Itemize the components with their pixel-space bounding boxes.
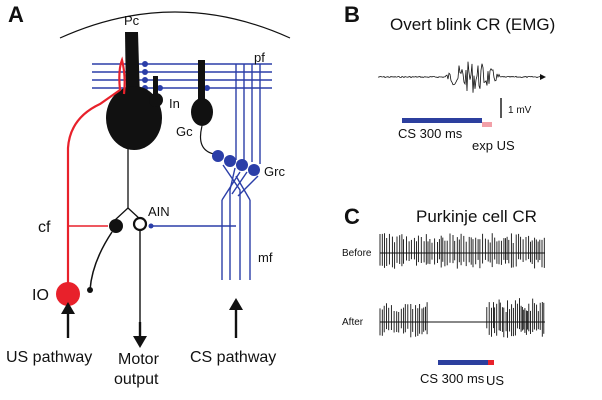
emg-trace-arrowhead xyxy=(540,74,546,80)
pc-cs-label: CS 300 ms xyxy=(420,371,485,386)
parallel-fibers xyxy=(92,63,272,89)
label-cs-pathway: CS pathway xyxy=(190,349,276,366)
emg-us-bar xyxy=(482,122,492,127)
panel-a-letter: A xyxy=(8,2,24,27)
emg-cs-bar xyxy=(402,118,482,123)
pc-cs-bar xyxy=(438,360,488,365)
panel-c-letter: C xyxy=(344,204,360,229)
label-cf: cf xyxy=(38,219,51,236)
before-label: Before xyxy=(342,248,372,259)
label-motor-output-line2: output xyxy=(114,371,159,388)
label-pf: pf xyxy=(254,50,265,65)
golgi-axon xyxy=(199,125,215,155)
panel-c-title: Purkinje cell CR xyxy=(416,207,537,226)
after-spike-trace xyxy=(379,298,545,338)
label-in: In xyxy=(169,96,180,111)
label-motor-output-line1: Motor xyxy=(118,351,160,368)
label-grc: Grc xyxy=(264,164,285,179)
panel-b-title: Overt blink CR (EMG) xyxy=(390,15,555,34)
pc-us-bar xyxy=(488,360,494,365)
granule-ascending-axons xyxy=(235,64,261,164)
label-mf: mf xyxy=(258,250,273,265)
climbing-fiber xyxy=(66,56,126,288)
mossy-fibers xyxy=(221,164,259,280)
interneuron xyxy=(149,76,163,107)
panel-b-letter: B xyxy=(344,2,360,27)
ain-io-axon xyxy=(89,231,113,291)
granule-cells xyxy=(212,150,260,176)
before-spike-trace xyxy=(379,233,545,269)
cortex-arc xyxy=(59,11,291,39)
label-us-pathway: US pathway xyxy=(6,349,92,366)
pathway-arrows xyxy=(61,298,243,348)
ain-cell-black xyxy=(109,219,123,233)
inferior-olive-cell xyxy=(56,282,80,306)
pc-us-label: US xyxy=(486,373,504,388)
after-label: After xyxy=(342,317,364,328)
label-gc: Gc xyxy=(176,124,193,139)
label-io: IO xyxy=(32,287,49,304)
emg-us-label: exp US xyxy=(472,138,515,153)
purkinje-cell xyxy=(106,32,162,208)
label-pc: Pc xyxy=(124,13,140,28)
label-ain: AIN xyxy=(148,204,170,219)
golgi-cell xyxy=(191,60,213,126)
emg-scale-label: 1 mV xyxy=(508,105,532,116)
emg-trace xyxy=(377,61,541,93)
ain-cell-open xyxy=(132,216,148,232)
emg-cs-label: CS 300 ms xyxy=(398,126,463,141)
ain-io-synapse xyxy=(87,287,93,293)
mossy-collateral-synapse xyxy=(148,223,154,229)
